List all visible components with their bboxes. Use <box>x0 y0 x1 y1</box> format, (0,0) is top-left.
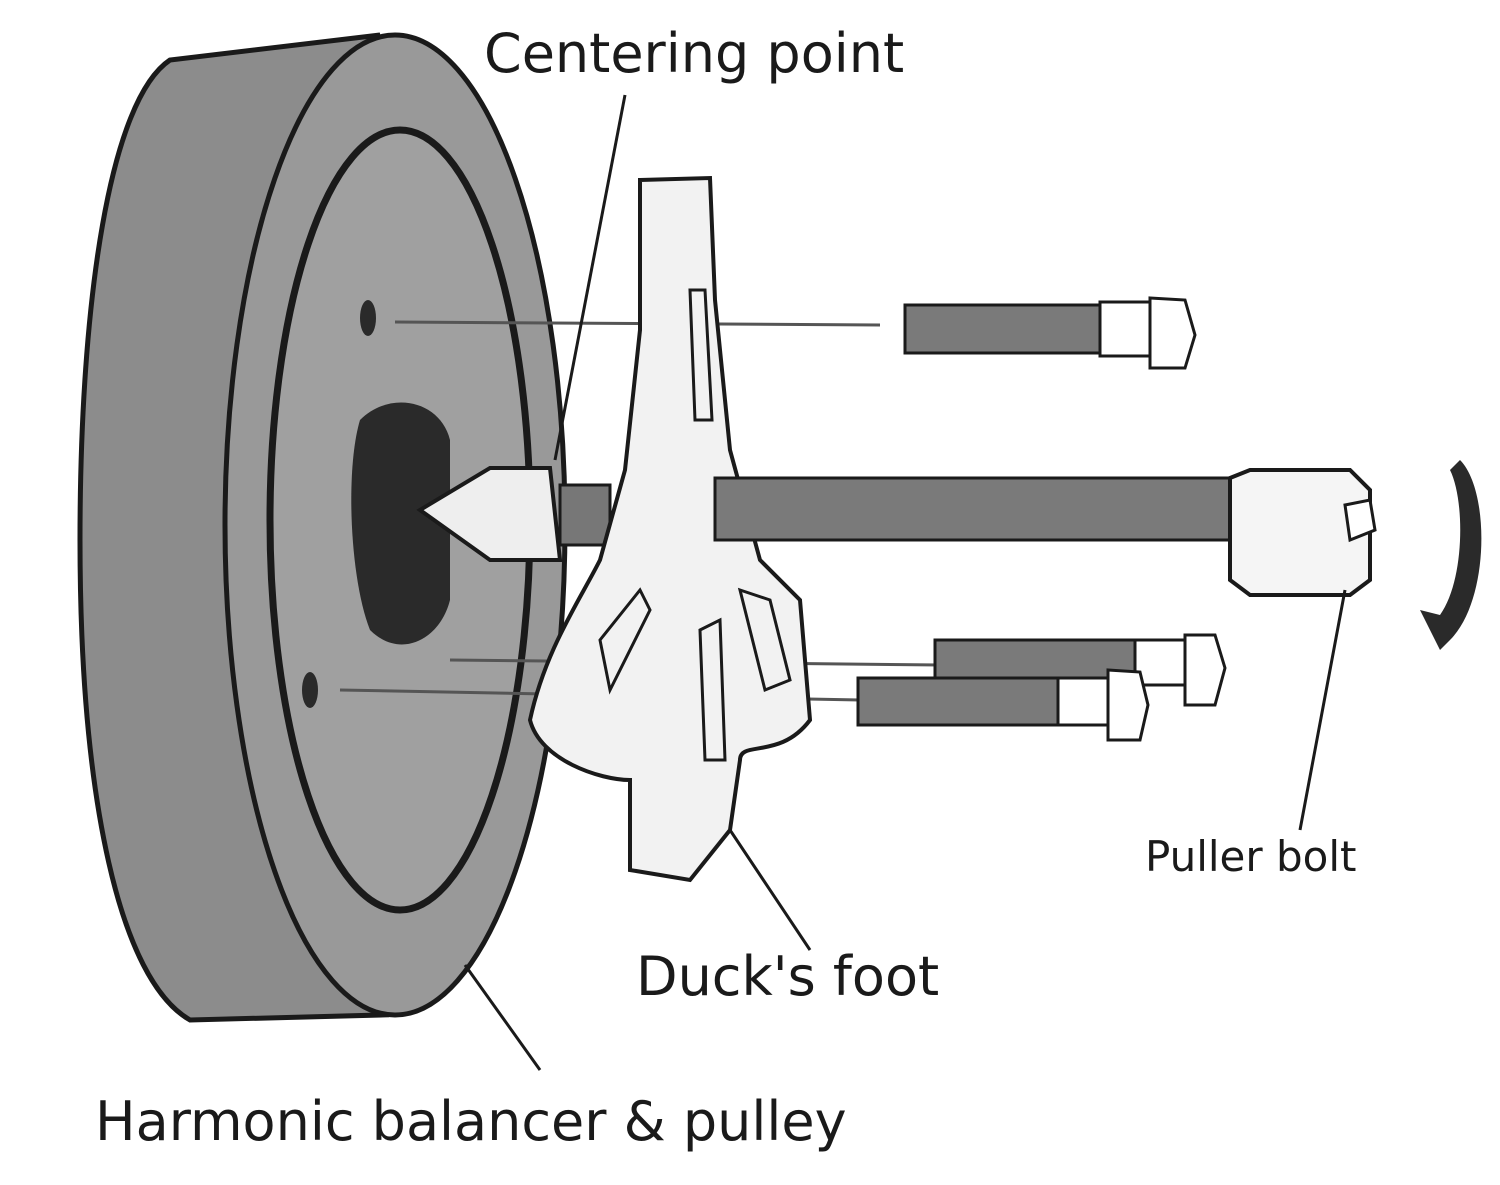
harmonic-balancer-pulley <box>77 32 568 1023</box>
mounting-bolt <box>856 668 1150 742</box>
rotation-arrow-icon <box>1420 460 1482 650</box>
mounting-bolt <box>903 296 1197 370</box>
centering-point <box>416 466 612 562</box>
ducks-foot <box>527 175 813 883</box>
label-ducks-foot: Duck's foot <box>636 945 940 1008</box>
bolt-hole <box>360 300 376 336</box>
hub-hole <box>351 402 450 645</box>
label-harmonic-balancer: Harmonic balancer & pulley <box>95 1090 847 1153</box>
leader-lines <box>463 94 1347 1071</box>
puller-bolt <box>713 468 1377 597</box>
bolt-hole <box>302 672 318 708</box>
label-centering-point: Centering point <box>484 22 905 85</box>
label-puller-bolt: Puller bolt <box>1145 832 1357 881</box>
